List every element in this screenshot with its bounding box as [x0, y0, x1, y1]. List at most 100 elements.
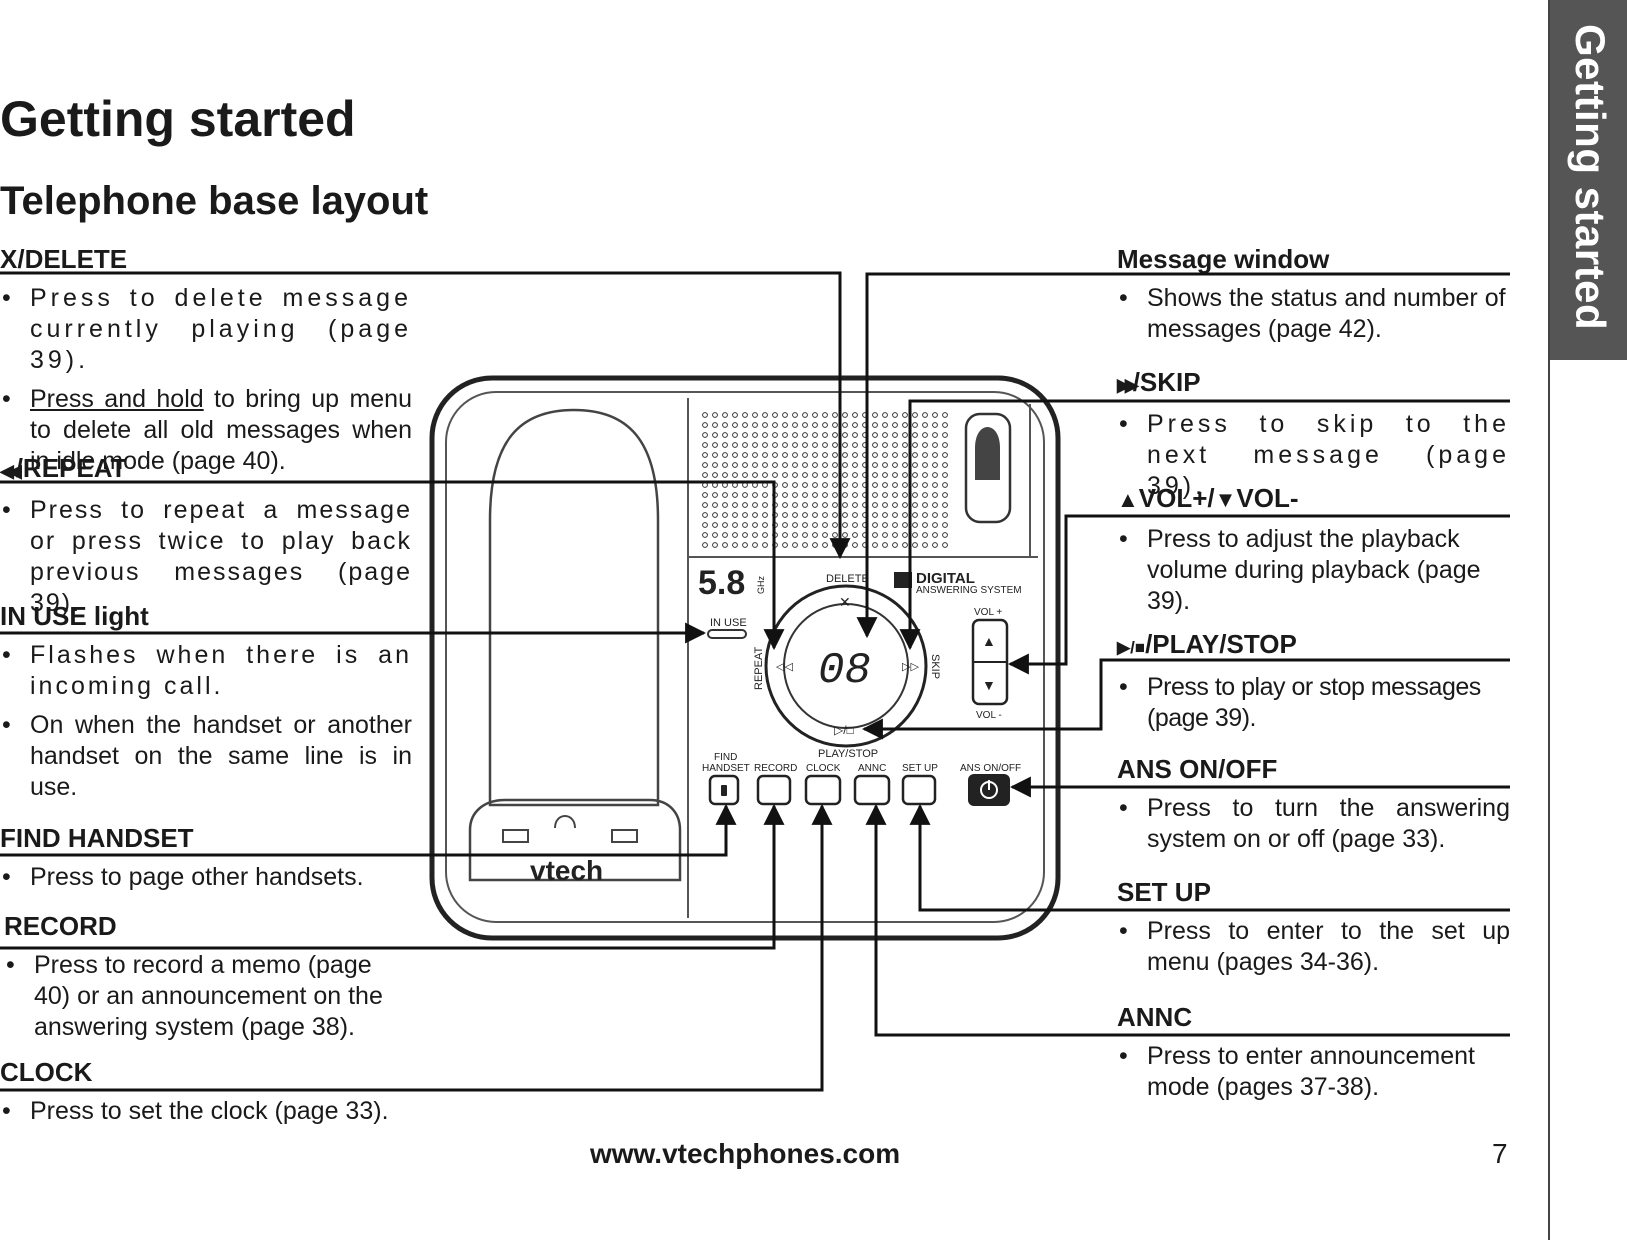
- set-up-button[interactable]: [901, 774, 937, 806]
- callout-in-use-heading: IN USE light: [0, 601, 149, 631]
- callout-message-window-heading: Message window: [1117, 244, 1330, 274]
- annc-label: ANNC: [858, 763, 886, 774]
- callout-find-handset: FIND HANDSET Press to page other handset…: [0, 822, 412, 893]
- callout-play-stop-heading: ▶/■/PLAY/STOP: [1117, 628, 1510, 664]
- find-handset-leader: [0, 803, 737, 857]
- play-stop-label: PLAY/STOP: [818, 748, 878, 760]
- volume-leader: [1007, 514, 1510, 675]
- callout-delete-heading: X/DELETE: [0, 244, 128, 274]
- record-button[interactable]: [756, 774, 792, 806]
- list-item: Press to record a memo (page 40) or an a…: [4, 950, 412, 1043]
- callout-skip-heading: ▶▶/SKIP: [1117, 366, 1510, 401]
- list-item: Press and hold to bring up menu to delet…: [0, 384, 412, 477]
- control-dial: [764, 584, 928, 748]
- repeat-label: REPEAT: [753, 647, 765, 690]
- callout-label: VOL-: [1236, 483, 1299, 513]
- list-item: Press to play or stop messages (page 39)…: [1117, 672, 1510, 734]
- frequency-logo: 5.8: [698, 564, 745, 602]
- delete-icon[interactable]: ✕: [839, 594, 851, 610]
- callout-annc-heading: ANNC: [1117, 1002, 1193, 1032]
- handset-label: HANDSET: [702, 763, 750, 774]
- page-number: 7: [1492, 1138, 1508, 1169]
- footer-url[interactable]: www.vtechphones.com: [590, 1138, 901, 1169]
- base-inner-shell: [445, 391, 1045, 923]
- in-use-label: IN USE: [710, 617, 747, 629]
- volume-down-triangle-icon: ▼: [1214, 487, 1237, 512]
- callout-label: /REPEAT: [15, 453, 127, 483]
- annc-leader: [865, 803, 1510, 1037]
- callout-ans-onoff-heading: ANS ON/OFF: [1117, 754, 1278, 784]
- callout-set-up-heading: SET UP: [1117, 877, 1211, 907]
- record-label: RECORD: [754, 763, 797, 774]
- list-item: Press to adjust the playback volume duri…: [1117, 524, 1510, 617]
- callout-label: VOL+/: [1138, 483, 1215, 513]
- side-tab-label: Getting started: [1567, 24, 1614, 331]
- ans-onoff-label: ANS ON/OFF: [960, 763, 1021, 774]
- handset-cradle: [488, 408, 660, 807]
- vol-plus-label: VOL +: [974, 607, 1002, 618]
- frequency-unit: GHz: [756, 576, 766, 595]
- callout-skip: ▶▶/SKIP Press to skip to the next messag…: [1117, 366, 1510, 502]
- section-title: Telephone base layout: [0, 179, 429, 223]
- clock-label: CLOCK: [806, 763, 841, 774]
- annc-button[interactable]: [853, 774, 891, 806]
- list-item: Press to set the clock (page 33).: [0, 1096, 440, 1127]
- repeat-leader: [0, 480, 785, 651]
- callout-message-window: Message window Shows the status and numb…: [1117, 243, 1510, 345]
- list-item: Press to skip to the next message (page …: [1117, 409, 1510, 502]
- list-item: Flashes when there is an incoming call.: [0, 640, 412, 702]
- play-stop-leader: [861, 658, 1510, 740]
- vol-minus-label: VOL -: [976, 710, 1002, 721]
- message-window-leader: [856, 272, 1510, 639]
- callout-volume-heading: ▲VOL+/▼VOL-: [1117, 482, 1510, 516]
- base-outer-shell: [429, 375, 1061, 941]
- clock-leader: [0, 803, 833, 1092]
- callout-label: /PLAY/STOP: [1145, 629, 1297, 659]
- play-stop-icon: ▶/■: [1117, 638, 1146, 657]
- callout-volume: ▲VOL+/▼VOL- Press to adjust the playback…: [1117, 482, 1510, 617]
- delete-label: DELETE: [826, 573, 869, 585]
- set-up-leader: [909, 803, 1510, 912]
- callout-in-use: IN USE light Flashes when there is an in…: [0, 600, 412, 803]
- callout-find-handset-heading: FIND HANDSET: [0, 823, 194, 853]
- callout-delete: X/DELETE Press to delete message current…: [0, 243, 412, 477]
- callout-annc: ANNC Press to enter announcement mode (p…: [1117, 1001, 1510, 1103]
- callout-record: RECORD Press to record a memo (page 40) …: [4, 910, 412, 1043]
- list-item: Press to enter to the set up menu (pages…: [1117, 916, 1510, 978]
- list-item: Press to delete message currently playin…: [0, 283, 412, 376]
- delete-leader: [0, 271, 851, 560]
- repeat-icon[interactable]: ◁◁: [776, 661, 793, 673]
- page-title: Getting started: [0, 91, 356, 147]
- emphasis-text: Press and hold: [30, 385, 204, 413]
- list-item: Shows the status and number of messages …: [1117, 283, 1510, 345]
- list-item: Press to turn the answering system on or…: [1117, 793, 1510, 855]
- list-item: Press to enter announcement mode (pages …: [1117, 1041, 1510, 1103]
- skip-label: SKIP: [929, 654, 941, 679]
- leader-lines: [0, 271, 1510, 1092]
- callout-record-heading: RECORD: [4, 911, 117, 941]
- message-count-display: 08: [818, 646, 871, 696]
- play-stop-button-icon[interactable]: ▷/□: [834, 723, 854, 737]
- skip-leader: [899, 399, 1510, 651]
- vol-up-icon[interactable]: ▲: [982, 633, 996, 649]
- vol-down-icon[interactable]: ▼: [982, 677, 996, 693]
- callout-clock-heading: CLOCK: [0, 1057, 93, 1087]
- list-item: Press to repeat a message or press twice…: [0, 495, 412, 619]
- callout-label: /SKIP: [1132, 367, 1201, 397]
- in-use-light: [707, 629, 747, 639]
- list-item-text: to bring up menu to delete all old messa…: [30, 385, 412, 475]
- list-item: Press to page other handsets.: [0, 862, 412, 893]
- set-up-label: SET UP: [902, 763, 938, 774]
- callout-clock: CLOCK Press to set the clock (page 33).: [0, 1056, 440, 1127]
- callout-ans-onoff: ANS ON/OFF Press to turn the answering s…: [1117, 753, 1510, 855]
- skip-icon[interactable]: ▷▷: [902, 661, 919, 673]
- record-leader: [0, 803, 785, 950]
- vtech-logo: vtech: [530, 855, 603, 886]
- list-item: On when the handset or another handset o…: [0, 710, 412, 803]
- callout-play-stop: ▶/■/PLAY/STOP Press to play or stop mess…: [1117, 628, 1510, 734]
- side-tab: Getting started: [1550, 0, 1627, 360]
- clock-button[interactable]: [804, 774, 842, 806]
- callout-repeat-heading: ◀◀/REPEAT: [0, 452, 412, 487]
- digital-logo-box: [894, 572, 912, 588]
- callout-repeat: ◀◀/REPEAT Press to repeat a message or p…: [0, 452, 412, 619]
